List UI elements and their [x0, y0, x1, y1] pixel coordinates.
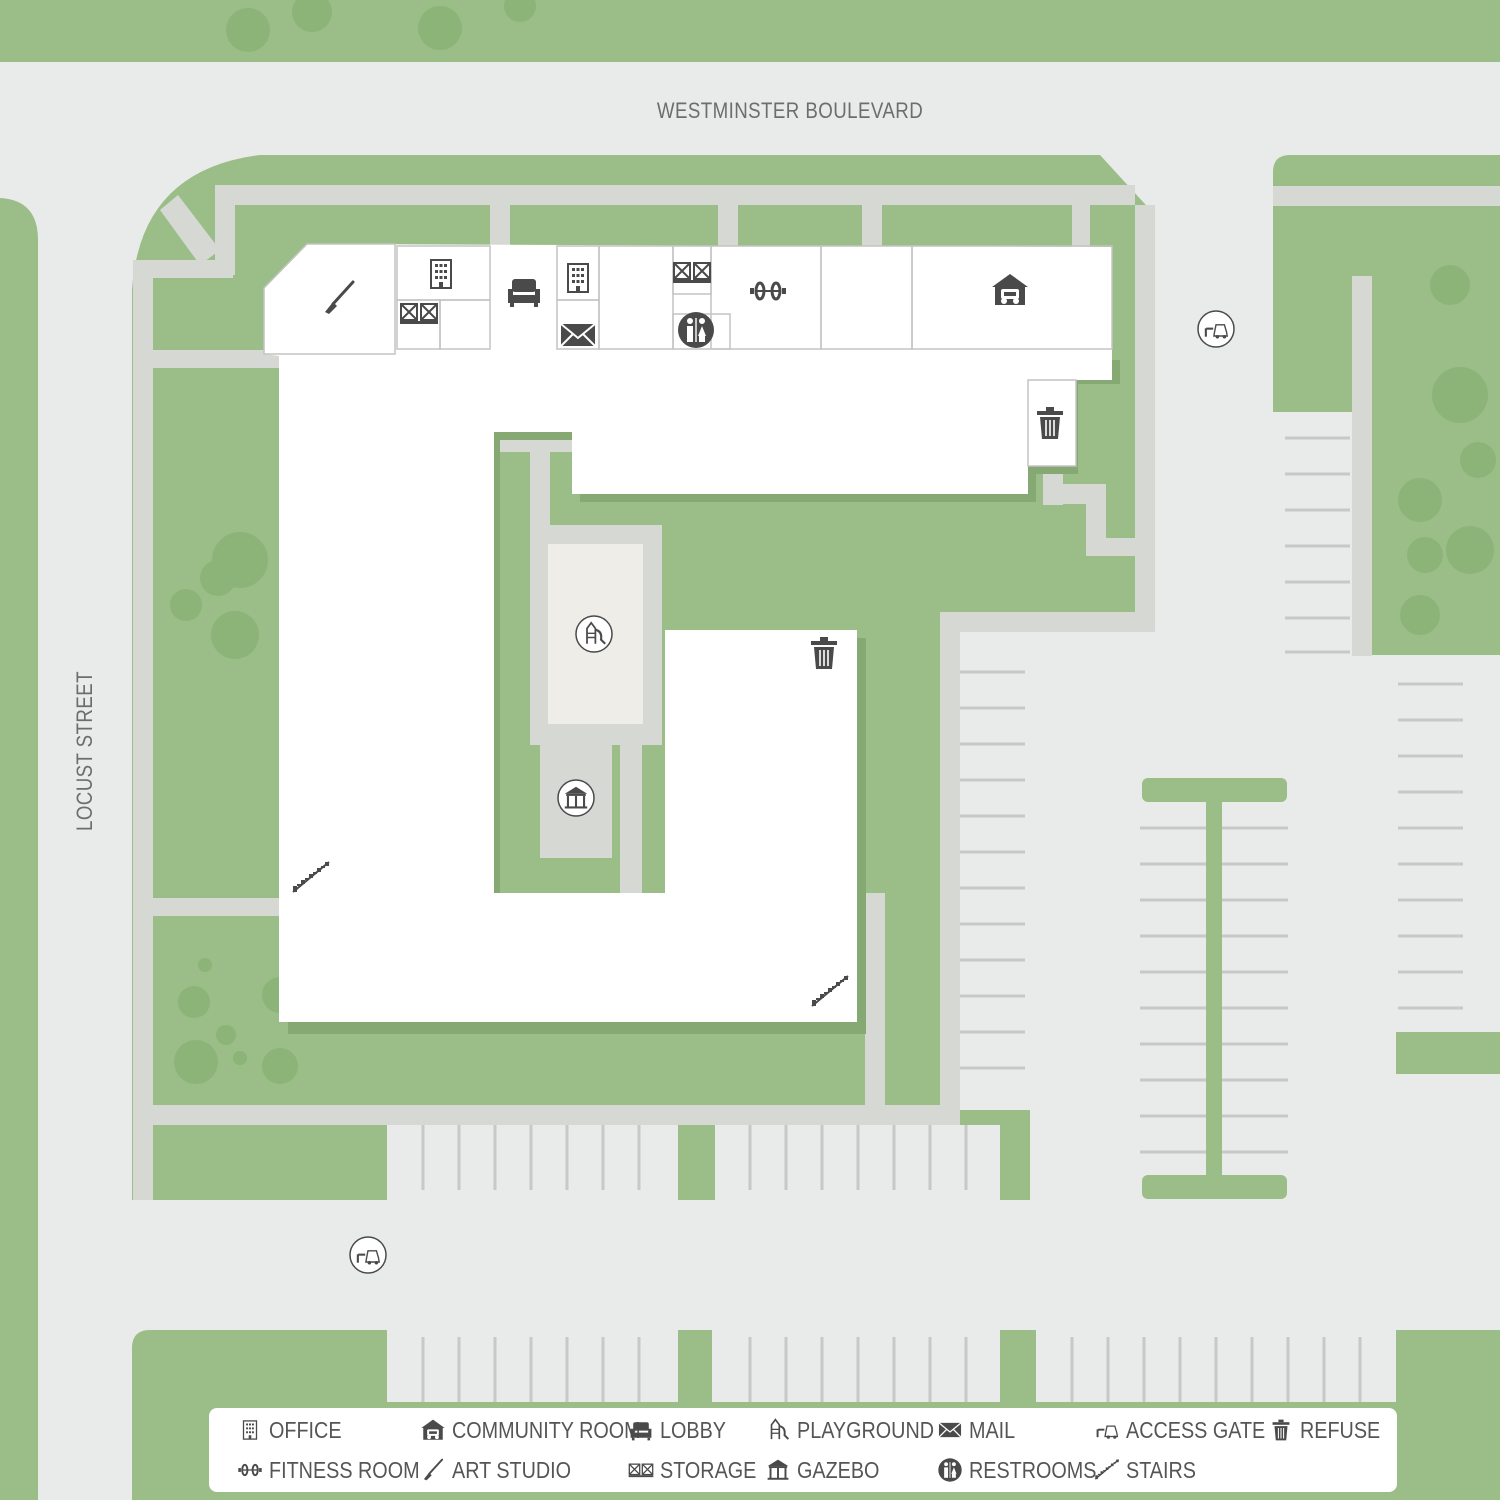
mail-map-icon[interactable] — [560, 323, 596, 347]
legend-item-stairs[interactable]: STAIRS — [1094, 1454, 1207, 1486]
legend-label: GAZEBO — [797, 1456, 880, 1483]
playground-map-icon[interactable] — [575, 615, 613, 653]
access-gate-map-icon[interactable] — [1197, 310, 1235, 348]
trees-north — [226, 0, 536, 52]
legend-label: RESTROOMS — [969, 1456, 1097, 1483]
map-legend: OFFICE COMMUNITY ROOM LOBBY PLAYGROUND M… — [209, 1408, 1397, 1492]
legend-item-mail[interactable]: MAIL — [937, 1414, 1023, 1446]
legend-label: PLAYGROUND — [797, 1416, 935, 1443]
parking-islands — [1142, 778, 1500, 1500]
playground-icon — [770, 1418, 790, 1441]
walkway-east-vertical — [1352, 276, 1372, 656]
legend-label: OFFICE — [269, 1416, 342, 1443]
legend-label: STAIRS — [1126, 1456, 1196, 1483]
legend-item-refuse[interactable]: REFUSE — [1268, 1414, 1393, 1446]
street-label-westminster-boulevard: WESTMINSTER BOULEVARD — [656, 98, 924, 123]
gazebo-map-icon[interactable] — [557, 779, 595, 817]
office-icon — [242, 1420, 258, 1440]
legend-item-office[interactable]: OFFICE — [237, 1414, 353, 1446]
refuse-icon — [1272, 1419, 1290, 1441]
legend-label: ACCESS GATE — [1126, 1416, 1266, 1443]
legend-item-art-studio[interactable]: ART STUDIO — [420, 1454, 590, 1486]
legend-item-storage[interactable]: STORAGE — [628, 1454, 772, 1486]
legend-item-lobby[interactable]: LOBBY — [628, 1414, 737, 1446]
trees-east — [1398, 265, 1496, 635]
parking-stripes — [421, 436, 1463, 1402]
restrooms-icon — [938, 1458, 962, 1482]
legend-item-playground[interactable]: PLAYGROUND — [765, 1414, 956, 1446]
lobby-icon — [630, 1422, 652, 1441]
stairs-icon — [1094, 1458, 1120, 1480]
walkways — [133, 185, 1155, 1200]
community-room-icon — [421, 1419, 445, 1440]
legend-label: FITNESS ROOM — [269, 1456, 420, 1483]
access-gate-icon — [1095, 1425, 1119, 1440]
legend-label: MAIL — [969, 1416, 1016, 1443]
legend-item-gazebo[interactable]: GAZEBO — [765, 1454, 893, 1486]
legend-item-community-room[interactable]: COMMUNITY ROOM — [420, 1414, 671, 1446]
access-gate-map-icon[interactable] — [349, 1236, 387, 1274]
storage-icon — [628, 1463, 654, 1478]
restrooms-map-icon[interactable] — [678, 312, 714, 348]
legend-item-fitness-room[interactable]: FITNESS ROOM — [237, 1454, 444, 1486]
walkway-east — [1273, 186, 1500, 206]
street-label-locust-street: LOCUST STREET — [72, 670, 97, 832]
legend-item-access-gate[interactable]: ACCESS GATE — [1094, 1414, 1288, 1446]
gazebo-icon — [767, 1459, 789, 1480]
building — [263, 243, 1113, 1022]
art-studio-icon — [422, 1458, 444, 1482]
legend-label: REFUSE — [1300, 1416, 1381, 1443]
fitness-room-icon — [237, 1463, 263, 1477]
legend-label: STORAGE — [660, 1456, 757, 1483]
legend-label: LOBBY — [660, 1416, 726, 1443]
grass-west — [0, 198, 38, 1500]
mail-icon — [938, 1422, 962, 1438]
legend-label: COMMUNITY ROOM — [452, 1416, 641, 1443]
legend-item-restrooms[interactable]: RESTROOMS — [937, 1454, 1117, 1486]
legend-label: ART STUDIO — [452, 1456, 572, 1483]
grass-north — [0, 0, 1500, 62]
